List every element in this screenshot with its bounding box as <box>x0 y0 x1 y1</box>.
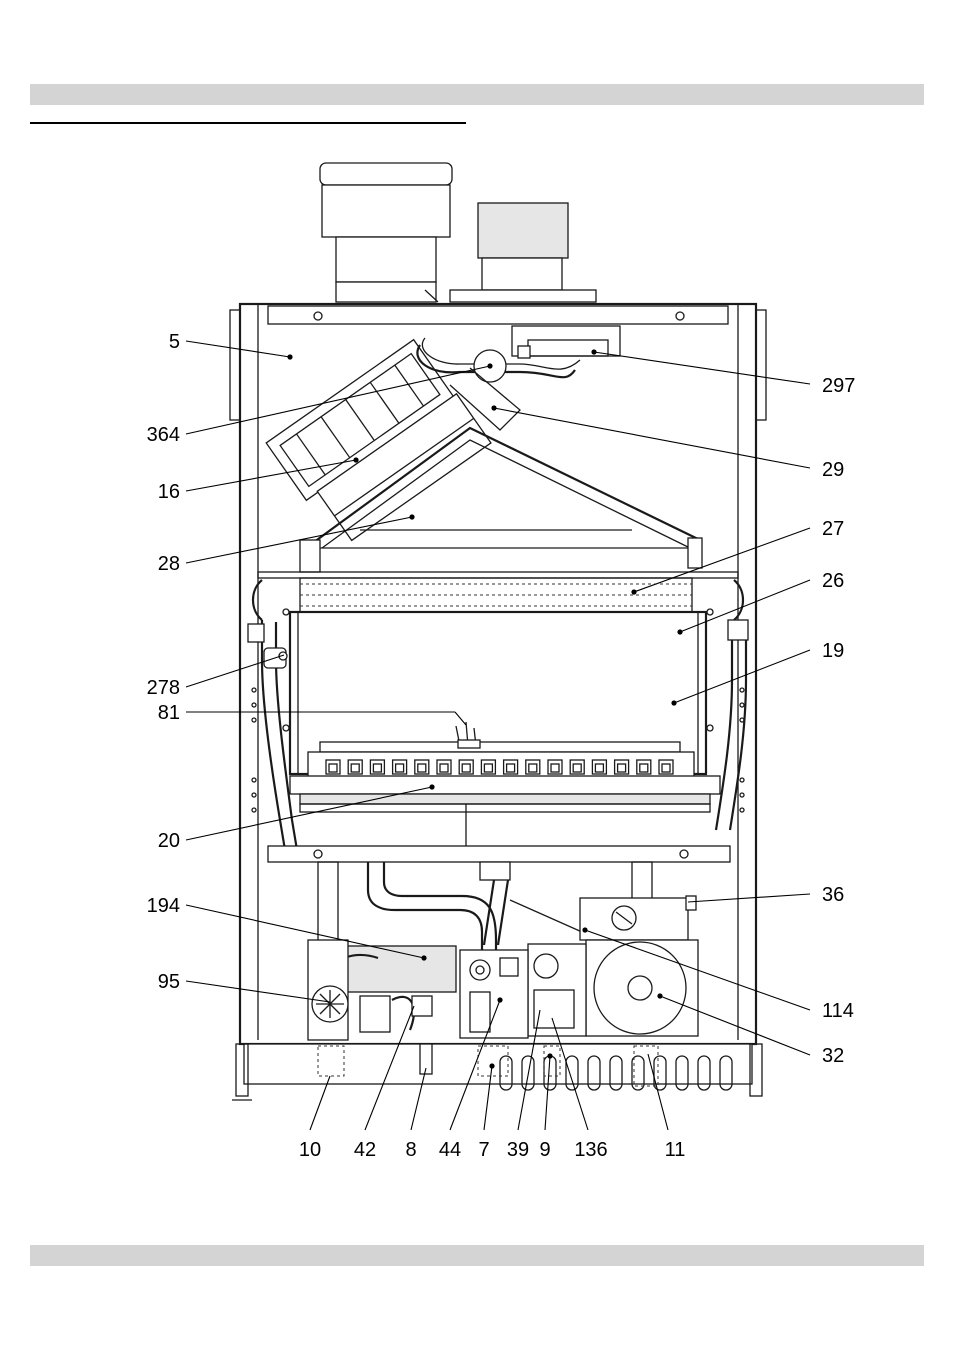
callout-27: 27 <box>822 518 844 540</box>
fan-assembly <box>266 326 620 540</box>
callout-114: 114 <box>822 1000 854 1022</box>
callout-16: 16 <box>158 481 180 503</box>
callout-10: 10 <box>299 1139 321 1161</box>
lower-crossbar <box>268 804 730 862</box>
callout-42: 42 <box>354 1139 376 1161</box>
callout-11: 11 <box>665 1139 686 1161</box>
bottom-tray <box>232 1044 762 1100</box>
callout-20: 20 <box>158 830 180 852</box>
callout-44: 44 <box>439 1139 461 1161</box>
callout-364: 364 <box>147 424 180 446</box>
callout-9: 9 <box>539 1139 550 1161</box>
callout-194: 194 <box>147 895 180 917</box>
callout-95: 95 <box>158 971 180 993</box>
callout-36: 36 <box>822 884 844 906</box>
right-return-pipe <box>716 620 748 830</box>
callout-278: 278 <box>147 677 180 699</box>
callout-5: 5 <box>169 331 180 353</box>
callout-81: 81 <box>158 702 180 724</box>
callout-26: 26 <box>822 570 844 592</box>
callout-7: 7 <box>478 1139 489 1161</box>
burner <box>290 722 720 812</box>
callout-297: 297 <box>822 375 855 397</box>
callout-19: 19 <box>822 640 844 662</box>
callout-39: 39 <box>507 1139 529 1161</box>
callout-32: 32 <box>822 1045 844 1067</box>
callout-29: 29 <box>822 459 844 481</box>
flue-outlets <box>320 163 596 302</box>
callout-8: 8 <box>405 1139 416 1161</box>
callout-136: 136 <box>574 1139 607 1161</box>
hydraulic-assembly <box>308 862 698 1040</box>
callout-28: 28 <box>158 553 180 575</box>
